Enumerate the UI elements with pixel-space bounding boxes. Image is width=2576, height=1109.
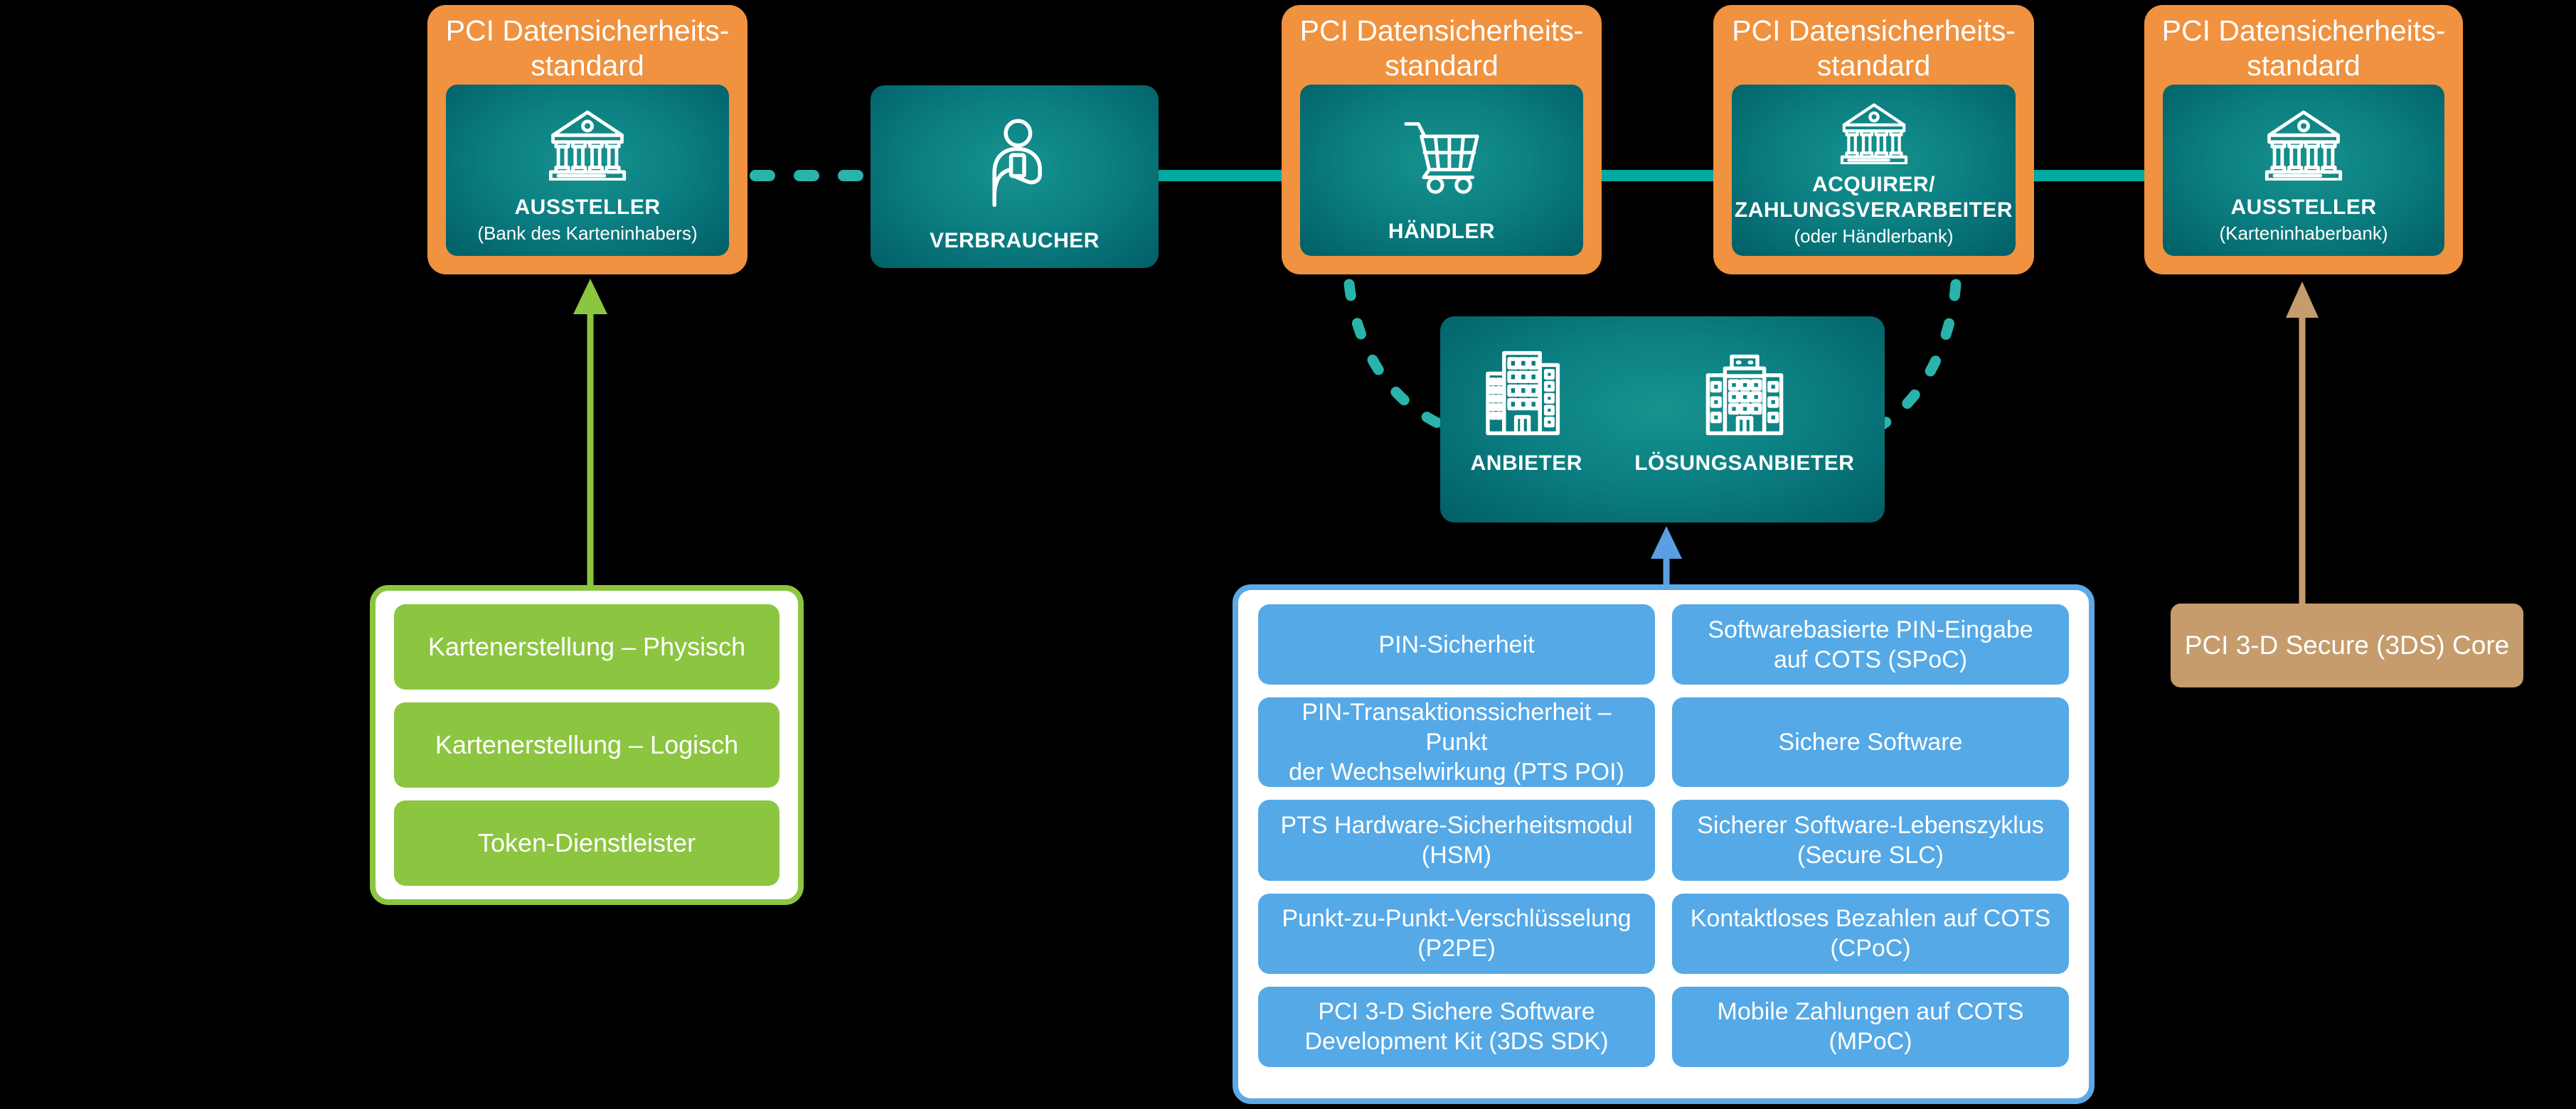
solution-provider-group: LÖSUNGSANBIETER	[1634, 350, 1854, 476]
standard-item: Punkt-zu-Punkt-Verschlüsselung (P2PE)	[1258, 893, 1655, 974]
vendor-group: ANBIETER	[1471, 350, 1582, 476]
pci-standard-title: PCI Datensicherheits- standard	[1732, 14, 2016, 82]
acquirer-sublabel: (oder Händlerbank)	[1794, 225, 1954, 247]
issuer-right-sublabel: (Karteninhaberbank)	[2219, 223, 2388, 244]
consumer-label: VERBRAUCHER	[930, 229, 1100, 252]
standard-item: Mobile Zahlungen auf COTS (MPoC)	[1672, 986, 2069, 1067]
bank-icon	[2264, 92, 2343, 195]
pci-standard-title: PCI Datensicherheits- standard	[2161, 14, 2446, 82]
dashed-curve-acquirer-providers	[1873, 279, 1962, 432]
consumer-node: VERBRAUCHER	[871, 85, 1159, 268]
standard-item: Kontaktloses Bezahlen auf COTS (CPoC)	[1672, 893, 2069, 974]
provider-standards-panel: PIN-Sicherheit PIN-Transaktionssicherhei…	[1233, 584, 2095, 1104]
bank-icon	[1839, 92, 1909, 172]
pci-standard-title: PCI Datensicherheits- standard	[1299, 14, 1584, 82]
standard-item: PIN-Sicherheit	[1258, 604, 1655, 685]
providers-node: ANBIETER LÖSUNGSANBIETER	[1440, 316, 1885, 523]
issuer-left-sublabel: (Bank des Karteninhabers)	[477, 223, 698, 244]
issuer-right-node: AUSSTELLER (Karteninhaberbank)	[2163, 85, 2444, 256]
acquirer-node: ACQUIRER/ ZAHLUNGSVERARBEITER (oder Händ…	[1732, 85, 2016, 256]
standard-item: PIN-Transaktionssicherheit – Punkt der W…	[1258, 697, 1655, 788]
standard-item: PTS Hardware-Sicherheitsmodul (HSM)	[1258, 800, 1655, 881]
person-icon	[970, 95, 1059, 228]
merchant-label: HÄNDLER	[1388, 220, 1496, 243]
vendor-label: ANBIETER	[1470, 451, 1582, 475]
blue-up-arrow	[1651, 526, 1682, 584]
standard-item: Sicherer Software-Lebenszyklus (Secure S…	[1672, 800, 2069, 881]
issuer-left-node: AUSSTELLER (Bank des Karteninhabers)	[446, 85, 729, 256]
standard-item: Token-Dienstleister	[394, 800, 779, 886]
card-production-panel: Kartenerstellung – Physisch Kartenerstel…	[370, 585, 804, 905]
dashed-curve-merchant-providers	[1343, 279, 1451, 432]
issuer-right-label: AUSSTELLER	[2230, 195, 2377, 219]
standard-item: PCI 3-D Sichere Software Development Kit…	[1258, 986, 1655, 1067]
cart-icon	[1398, 92, 1485, 219]
solution-building-icon	[1702, 350, 1787, 439]
issuer-left-pci-box: PCI Datensicherheits- standard AUSSTELLE…	[427, 5, 747, 274]
merchant-pci-box: PCI Datensicherheits- standard HÄNDLER	[1282, 5, 1602, 274]
acquirer-pci-box: PCI Datensicherheits- standard ACQUIRER/…	[1713, 5, 2034, 274]
bank-icon	[548, 92, 627, 195]
standard-item: Kartenerstellung – Logisch	[394, 702, 779, 788]
tan-up-arrow	[2286, 282, 2319, 604]
standard-item: Sichere Software	[1672, 697, 2069, 788]
standard-item: Softwarebasierte PIN-Eingabe auf COTS (S…	[1672, 604, 2069, 685]
standard-item: Kartenerstellung – Physisch	[394, 604, 779, 690]
acquirer-label: ACQUIRER/ ZAHLUNGSVERARBEITER	[1734, 173, 2013, 222]
pci-standard-title: PCI Datensicherheits- standard	[445, 14, 730, 82]
solution-provider-label: LÖSUNGSANBIETER	[1634, 451, 1855, 475]
issuer-right-pci-box: PCI Datensicherheits- standard AUSSTELLE…	[2144, 5, 2463, 274]
3ds-core-box: PCI 3-D Secure (3DS) Core	[2171, 604, 2523, 687]
merchant-node: HÄNDLER	[1300, 85, 1583, 256]
issuer-left-label: AUSSTELLER	[514, 195, 661, 219]
office-building-icon	[1484, 350, 1569, 439]
green-up-arrow	[573, 279, 607, 585]
